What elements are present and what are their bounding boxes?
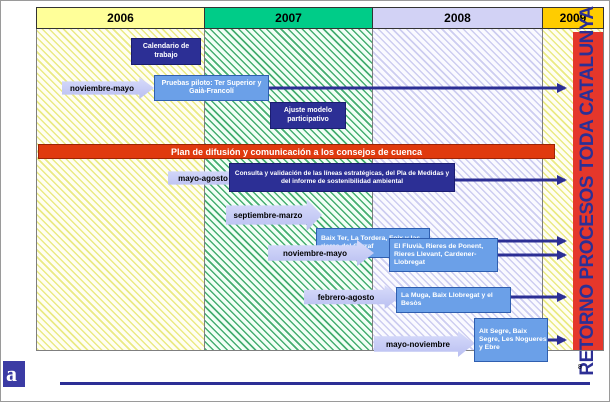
retorno-bar (573, 32, 603, 350)
year-2009-header: 2009 (542, 7, 604, 29)
muga-box: La Muga, Baix Llobregat y el Besòs (396, 287, 511, 313)
altsegre-box: Alt Segre, Baix Segre, Les Nogueres y Eb… (474, 318, 548, 362)
plan-difusion-banner: Plan de difusión y comunicación a los co… (38, 144, 555, 159)
consulta-box: Consulta y validación de las líneas estr… (229, 163, 455, 192)
calendario-box: Calendario de trabajo (131, 38, 201, 65)
ajuste-box: Ajuste modelo participativo (270, 102, 346, 129)
a-logo-icon: a (3, 361, 25, 387)
fluvia-box: El Fluvià, Rieres de Ponent, Rieres Llev… (389, 238, 498, 272)
page-number: 8 (578, 364, 582, 371)
footer-line (60, 382, 590, 385)
year-2007-header: 2007 (204, 7, 373, 29)
year-2006-header: 2006 (36, 7, 205, 29)
period-arrow-noviembre-mayo-1: noviembre-mayo (62, 77, 154, 99)
year-2008-header: 2008 (372, 7, 543, 29)
pruebas-box: Pruebas piloto: Ter Superior y Gaià-Fran… (154, 75, 269, 101)
